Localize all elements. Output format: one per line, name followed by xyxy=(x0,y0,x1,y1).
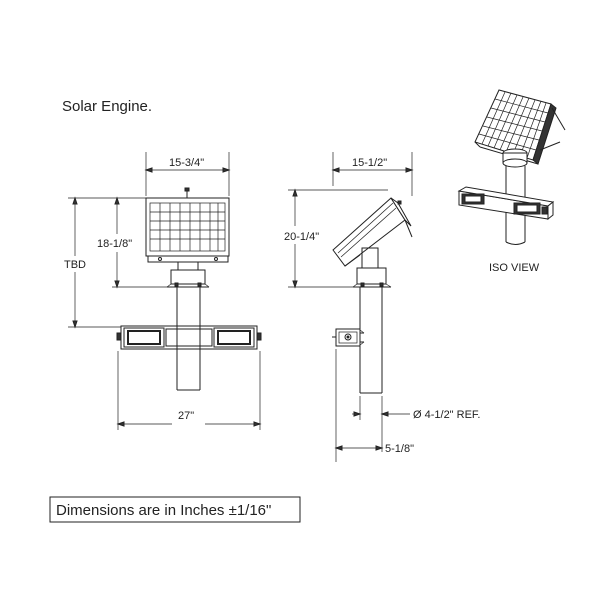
iso-mount xyxy=(502,148,528,168)
dim-front-total-label: TBD xyxy=(64,259,86,271)
dim-side-width xyxy=(331,152,414,196)
dim-front-width xyxy=(144,152,231,196)
drawing-title: Solar Engine. xyxy=(62,98,152,115)
side-mount xyxy=(352,247,392,288)
note-prefix: Dimensions are in Inches xyxy=(56,502,229,519)
side-view: 15-1/2" 20-1/4" Ø 4-1/2" REF. xyxy=(284,152,480,462)
svg-text:Dimensions are in Inches ±1/16: Dimensions are in Inches ±1/16" xyxy=(56,502,271,519)
dim-side-height-label: 20-1/4" xyxy=(284,231,319,243)
iso-crossarm xyxy=(457,186,555,221)
dim-side-offset-label: 5-1/8" xyxy=(385,443,414,455)
dim-side-diameter xyxy=(352,396,410,420)
note-plus-minus: ± xyxy=(229,502,237,519)
iso-view xyxy=(457,89,566,245)
dim-front-arm xyxy=(116,351,262,430)
side-pole xyxy=(359,287,383,394)
dim-side-height xyxy=(288,188,388,289)
iso-solar-panel xyxy=(474,89,566,165)
dim-side-width-label: 15-1/2" xyxy=(352,157,387,169)
dim-side-diameter-label: Ø 4-1/2" REF. xyxy=(413,409,480,421)
dim-front-total xyxy=(68,196,121,329)
front-mount xyxy=(166,261,210,288)
iso-view-label: ISO VIEW xyxy=(489,262,540,274)
side-fixture xyxy=(332,328,365,347)
front-crossarm xyxy=(116,325,262,350)
dim-front-width-label: 15-3/4" xyxy=(169,157,204,169)
front-solar-panel xyxy=(145,187,230,263)
front-pole xyxy=(176,287,201,391)
dim-front-arm-label: 27" xyxy=(178,410,194,422)
dim-side-offset xyxy=(334,349,384,462)
front-view: 15-3/4" 18-1/8" TBD xyxy=(64,152,262,430)
dim-front-height xyxy=(112,196,167,289)
note-tolerance: 1/16" xyxy=(237,502,272,519)
dim-front-height-label: 18-1/8" xyxy=(97,238,132,250)
side-solar-panel xyxy=(332,197,413,267)
dimension-note: Dimensions are in Inches ±1/16" xyxy=(49,496,301,523)
